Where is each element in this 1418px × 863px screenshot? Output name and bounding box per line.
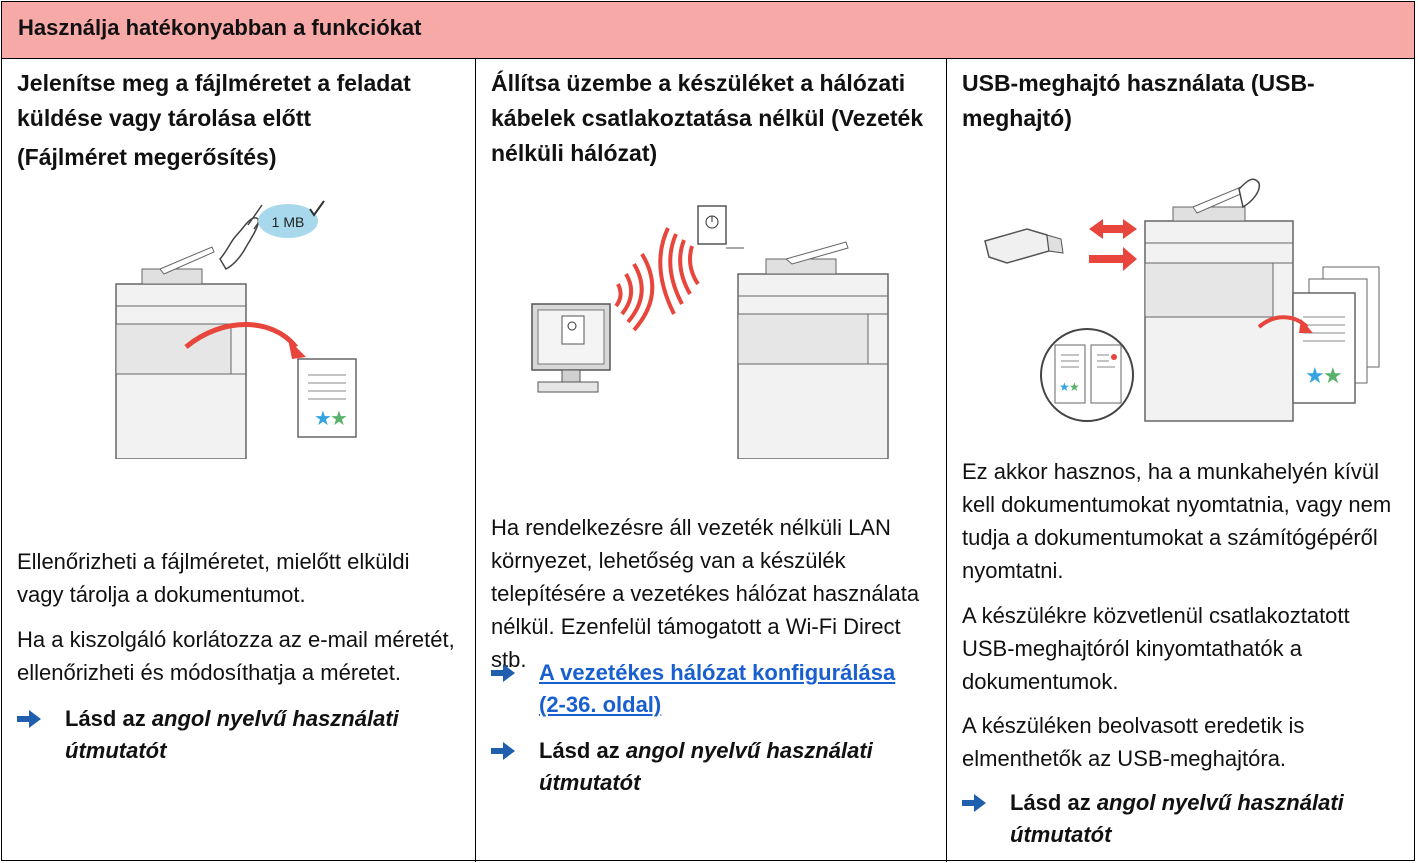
reference-item: Lásd az angol nyelvű használati útmutató…	[17, 703, 437, 767]
section-title: Használja hatékonyabban a funkciókat	[18, 15, 422, 40]
printer-icon	[115, 246, 247, 459]
bubble-label: 1 MB	[272, 214, 305, 230]
column-usb: USB-meghajtó használata (USB-meghajtó)	[947, 59, 1414, 862]
arrow-right-icon	[491, 664, 515, 682]
double-arrow-icon	[1089, 219, 1137, 271]
arrow-right-icon	[962, 794, 986, 812]
usb-drive-icon	[984, 228, 1064, 264]
column-title: USB-meghajtó használata (USB-meghajtó)	[962, 70, 1315, 131]
reference-italic: angol nyelvű használati útmutatót	[539, 738, 873, 795]
hand-icon	[1238, 178, 1261, 209]
printer-icon	[726, 241, 889, 459]
description-paragraph: Ha a kiszolgáló korlátozza az e-mail mér…	[17, 627, 455, 685]
printed-documents-stack: ★ ★	[1292, 266, 1380, 404]
bubble-icon: 1 MB	[258, 204, 318, 238]
document-thumbnails-circle: ★ ★	[1040, 328, 1134, 422]
curved-arrow-icon	[184, 322, 298, 349]
hand-icon	[219, 204, 269, 270]
usb-illustration: ★ ★ ★ ★	[984, 178, 1380, 422]
description-paragraph: Ez akkor hasznos, ha a munkahelyén kívül…	[962, 459, 1392, 583]
wireless-illustration	[531, 205, 889, 459]
column-wireless: Állítsa üzembe a készüléket a hálózati k…	[476, 59, 947, 862]
reference-prefix: Lásd az	[539, 738, 626, 763]
section-header: Használja hatékonyabban a funkciókat	[2, 2, 1414, 59]
description-paragraph: A készülékre közvetlenül csatlakoztatott…	[962, 603, 1350, 694]
reference-item: Lásd az angol nyelvű használati útmutató…	[491, 735, 911, 799]
printer-icon	[1144, 186, 1294, 422]
column-title: Jelenítse meg a fájlméretet a feladat kü…	[17, 66, 457, 175]
description-paragraph: A készüléken beolvasott eredetik is elme…	[962, 713, 1305, 771]
check-icon	[309, 200, 325, 217]
description-paragraph: Ha rendelkezésre áll vezeték nélküli LAN…	[491, 515, 920, 672]
svg-text:★: ★	[330, 408, 348, 430]
wifi-waves-icon	[614, 227, 700, 332]
column-file-size: Jelenítse meg a fájlméretet a feladat kü…	[2, 59, 476, 862]
document-icon: ★ ★	[297, 358, 357, 438]
svg-text:★: ★	[1059, 380, 1070, 394]
svg-text:★: ★	[1305, 363, 1325, 388]
column-title: Állítsa üzembe a készüléket a hálózati k…	[491, 70, 924, 166]
arrow-right-icon	[491, 742, 515, 760]
svg-text:★: ★	[314, 408, 332, 430]
svg-text:★: ★	[1069, 380, 1080, 394]
reference-italic: angol nyelvű használati útmutatót	[65, 706, 399, 763]
printer-filesize-illustration: 1 MB ★ ★	[115, 200, 357, 459]
reference-item: Lásd az angol nyelvű használati útmutató…	[962, 787, 1382, 851]
document-icon	[697, 205, 727, 245]
column-title-text: Jelenítse meg a fájlméretet a feladat kü…	[17, 70, 411, 131]
column-subtitle: (Fájlméret megerősítés)	[17, 144, 277, 170]
reference-prefix: Lásd az	[1010, 790, 1097, 815]
reference-prefix: Lásd az	[65, 706, 152, 731]
svg-text:★: ★	[1323, 363, 1343, 388]
computer-icon	[531, 303, 611, 393]
description-paragraph: Ellenőrizheti a fájlméretet, mielőtt elk…	[17, 549, 410, 607]
wired-network-config-link[interactable]: A vezetékes hálózat konfigurálása (2-36.…	[539, 660, 896, 717]
reference-italic: angol nyelvű használati útmutatót	[1010, 790, 1344, 847]
reference-link-item[interactable]: A vezetékes hálózat konfigurálása (2-36.…	[491, 657, 911, 721]
arrow-right-icon	[17, 710, 41, 728]
